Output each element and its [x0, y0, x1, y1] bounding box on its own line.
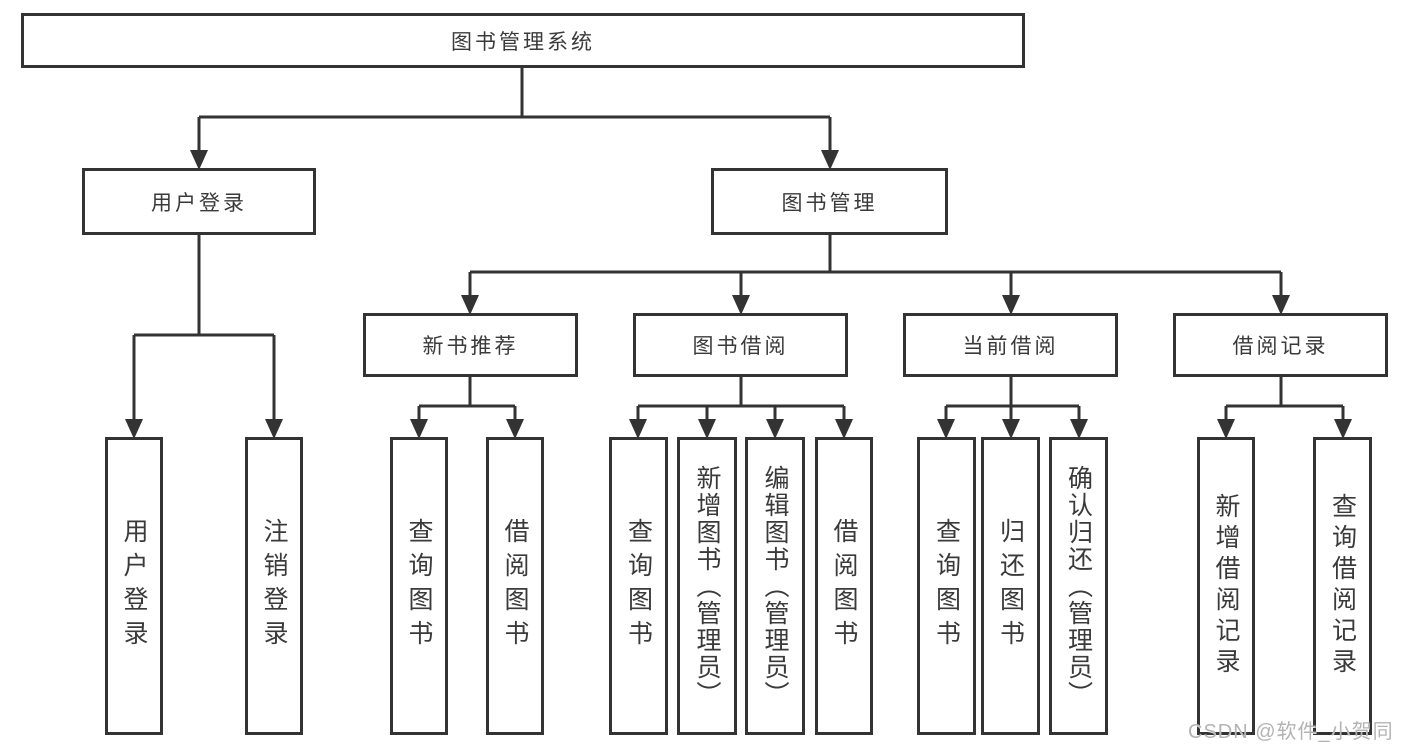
node-user-login-leaf: 用户登录 [105, 437, 163, 735]
node-borrowing-records: 借阅记录 [1173, 313, 1388, 377]
node-query-books-2: 查询图书 [609, 437, 668, 735]
node-book-borrowing: 图书借阅 [633, 313, 848, 377]
node-book-management: 图书管理 [711, 168, 948, 235]
watermark-text: CSDN @软件_小贺同学 [1188, 721, 1394, 743]
node-logout: 注销登录 [245, 437, 303, 735]
node-return-books: 归还图书 [981, 437, 1040, 735]
node-new-book-recommend: 新书推荐 [363, 313, 578, 377]
node-confirm-return-admin: 确认归还（管理员） [1049, 437, 1108, 735]
node-query-books-3: 查询图书 [917, 437, 976, 735]
node-add-books-admin: 新增图书（管理员） [677, 437, 737, 735]
node-user-login: 用户登录 [82, 168, 316, 235]
node-add-borrow-record: 新增借阅记录 [1197, 437, 1255, 735]
node-library-management-system: 图书管理系统 [21, 13, 1025, 68]
node-query-books-1: 查询图书 [390, 437, 448, 735]
node-edit-books-admin: 编辑图书（管理员） [745, 437, 805, 735]
node-query-borrow-record: 查询借阅记录 [1313, 437, 1372, 735]
node-borrow-books-1: 借阅图书 [486, 437, 544, 735]
node-borrow-books-2: 借阅图书 [815, 437, 873, 735]
node-current-borrowing: 当前借阅 [903, 313, 1118, 377]
